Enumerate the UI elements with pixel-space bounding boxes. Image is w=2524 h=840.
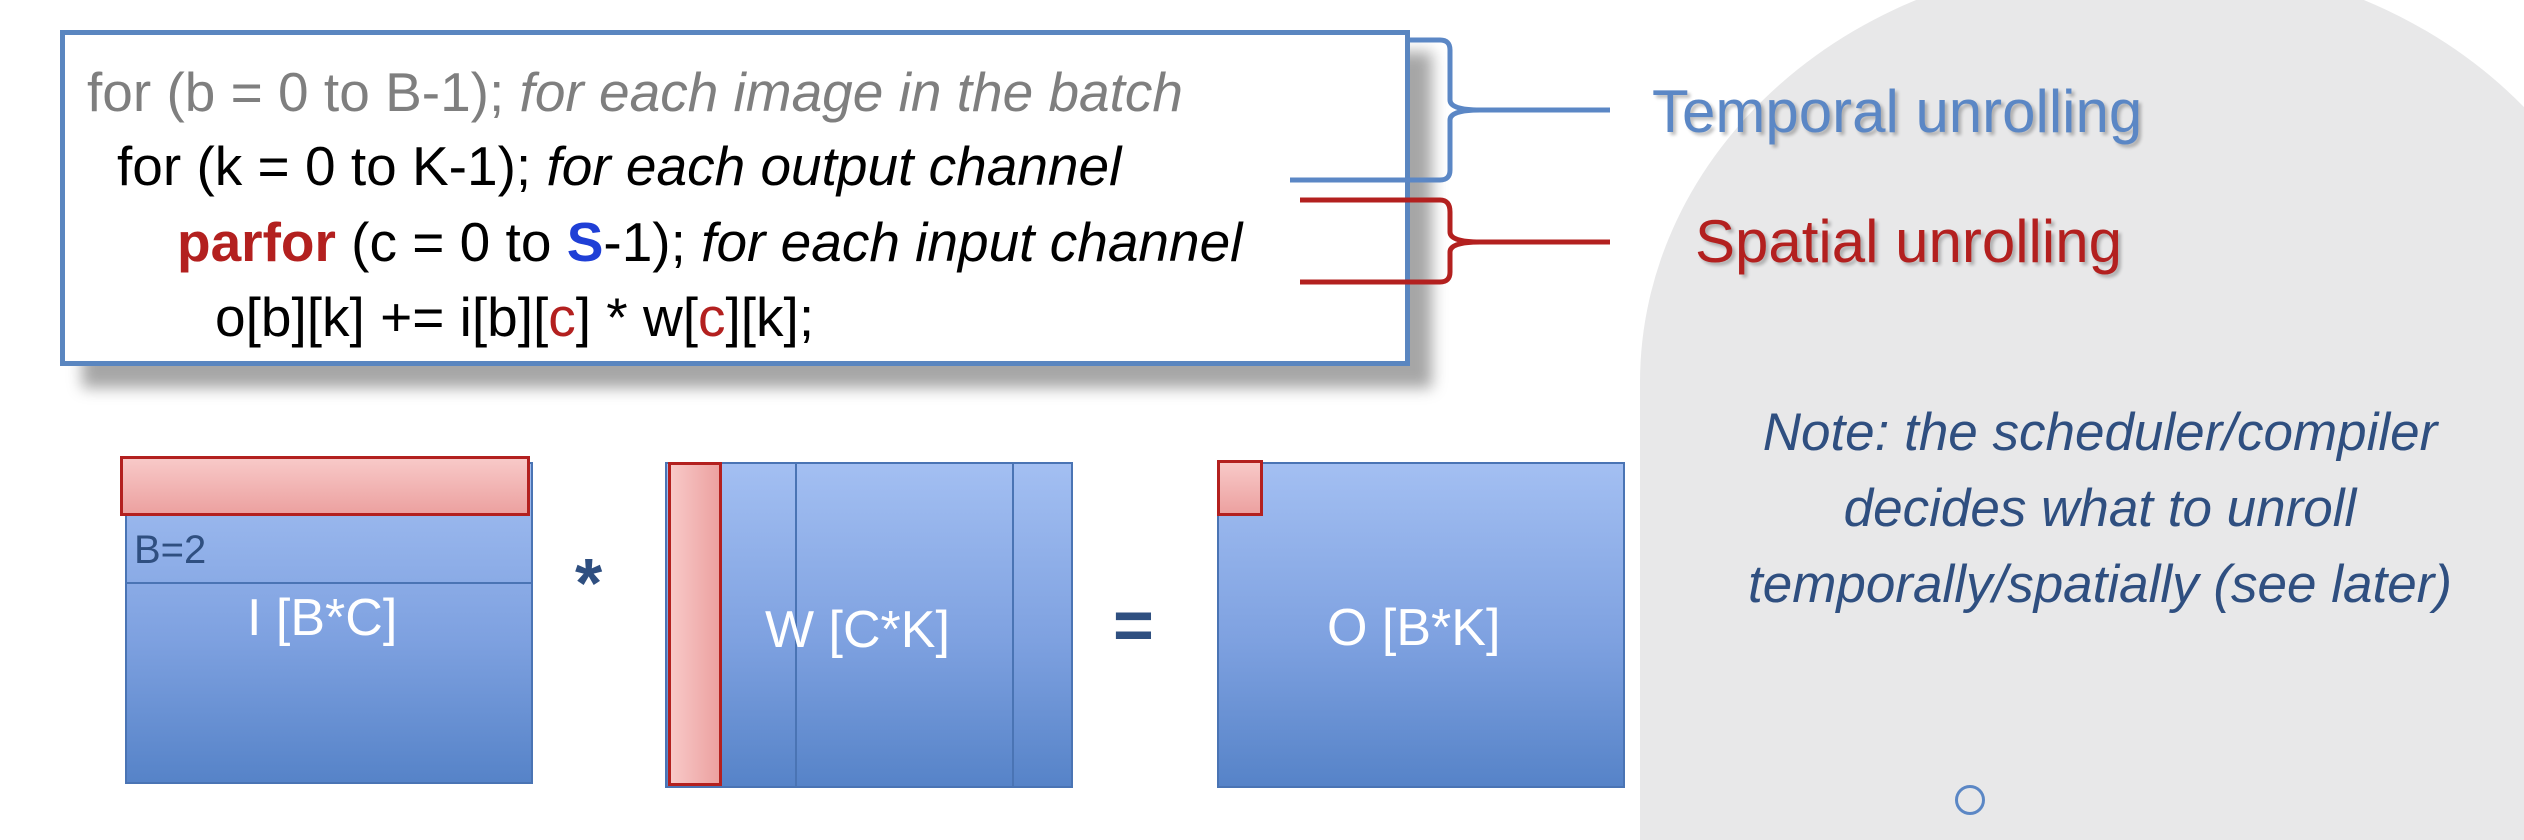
code-line-input-loop: parfor (c = 0 to S-1); for each input ch…	[177, 215, 1242, 270]
code-line-accumulate: o[b][k] += i[b][c] * w[c][k];	[215, 290, 814, 345]
output-matrix: O [B*K]	[1217, 462, 1625, 788]
weight-matrix-label: W [C*K]	[765, 601, 950, 659]
logo-icon	[1955, 785, 1985, 815]
code-line-batch-loop: for (b = 0 to B-1); for each image in th…	[87, 65, 1183, 120]
code-text: -1);	[603, 211, 702, 273]
weight-column-highlight	[668, 462, 722, 786]
equals-operator: =	[1113, 586, 1154, 664]
code-text: o[b][k] += i[b][	[215, 286, 549, 348]
note-line: Note: the scheduler/compiler	[1762, 403, 2438, 462]
input-row-highlight	[120, 456, 530, 516]
scheduler-note: Note: the scheduler/compiler decides wha…	[1690, 395, 2510, 623]
row-divider	[127, 582, 531, 584]
column-divider	[1012, 464, 1014, 786]
code-comment: for each input channel	[701, 211, 1243, 273]
code-comment: for each image in the batch	[519, 61, 1184, 123]
note-line: temporally/spatially (see later)	[1748, 555, 2452, 614]
code-text: for (k = 0 to K-1);	[117, 135, 547, 197]
code-box: for (b = 0 to B-1); for each image in th…	[60, 30, 1410, 366]
highlight-s: S	[566, 211, 604, 273]
code-text: (c = 0 to	[335, 211, 567, 273]
multiply-operator: *	[575, 544, 603, 622]
column-divider	[795, 464, 797, 786]
output-matrix-label: O [B*K]	[1327, 599, 1501, 657]
note-line: decides what to unroll	[1843, 479, 2357, 538]
spatial-bracket	[1300, 197, 1610, 285]
temporal-bracket	[1290, 37, 1610, 183]
weight-matrix: W [C*K]	[665, 462, 1073, 788]
temporal-unrolling-label: Temporal unrolling	[1652, 78, 2143, 145]
code-text: ][k];	[725, 286, 815, 348]
code-line-output-loop: for (k = 0 to K-1); for each output chan…	[117, 139, 1121, 194]
code-text: ] * w[	[575, 286, 698, 348]
highlight-c: c	[548, 286, 576, 348]
output-cell-highlight	[1217, 460, 1263, 516]
background-silhouette	[1640, 0, 2524, 840]
batch-size-label: B=2	[134, 528, 207, 572]
code-comment: for each output channel	[546, 135, 1122, 197]
highlight-c: c	[698, 286, 726, 348]
bracket-overlay	[1290, 37, 1610, 285]
code-text: for (b = 0 to B-1);	[87, 61, 520, 123]
spatial-unrolling-label: Spatial unrolling	[1695, 208, 2122, 275]
parfor-keyword: parfor	[177, 211, 336, 273]
input-matrix-label: I [B*C]	[247, 589, 398, 647]
